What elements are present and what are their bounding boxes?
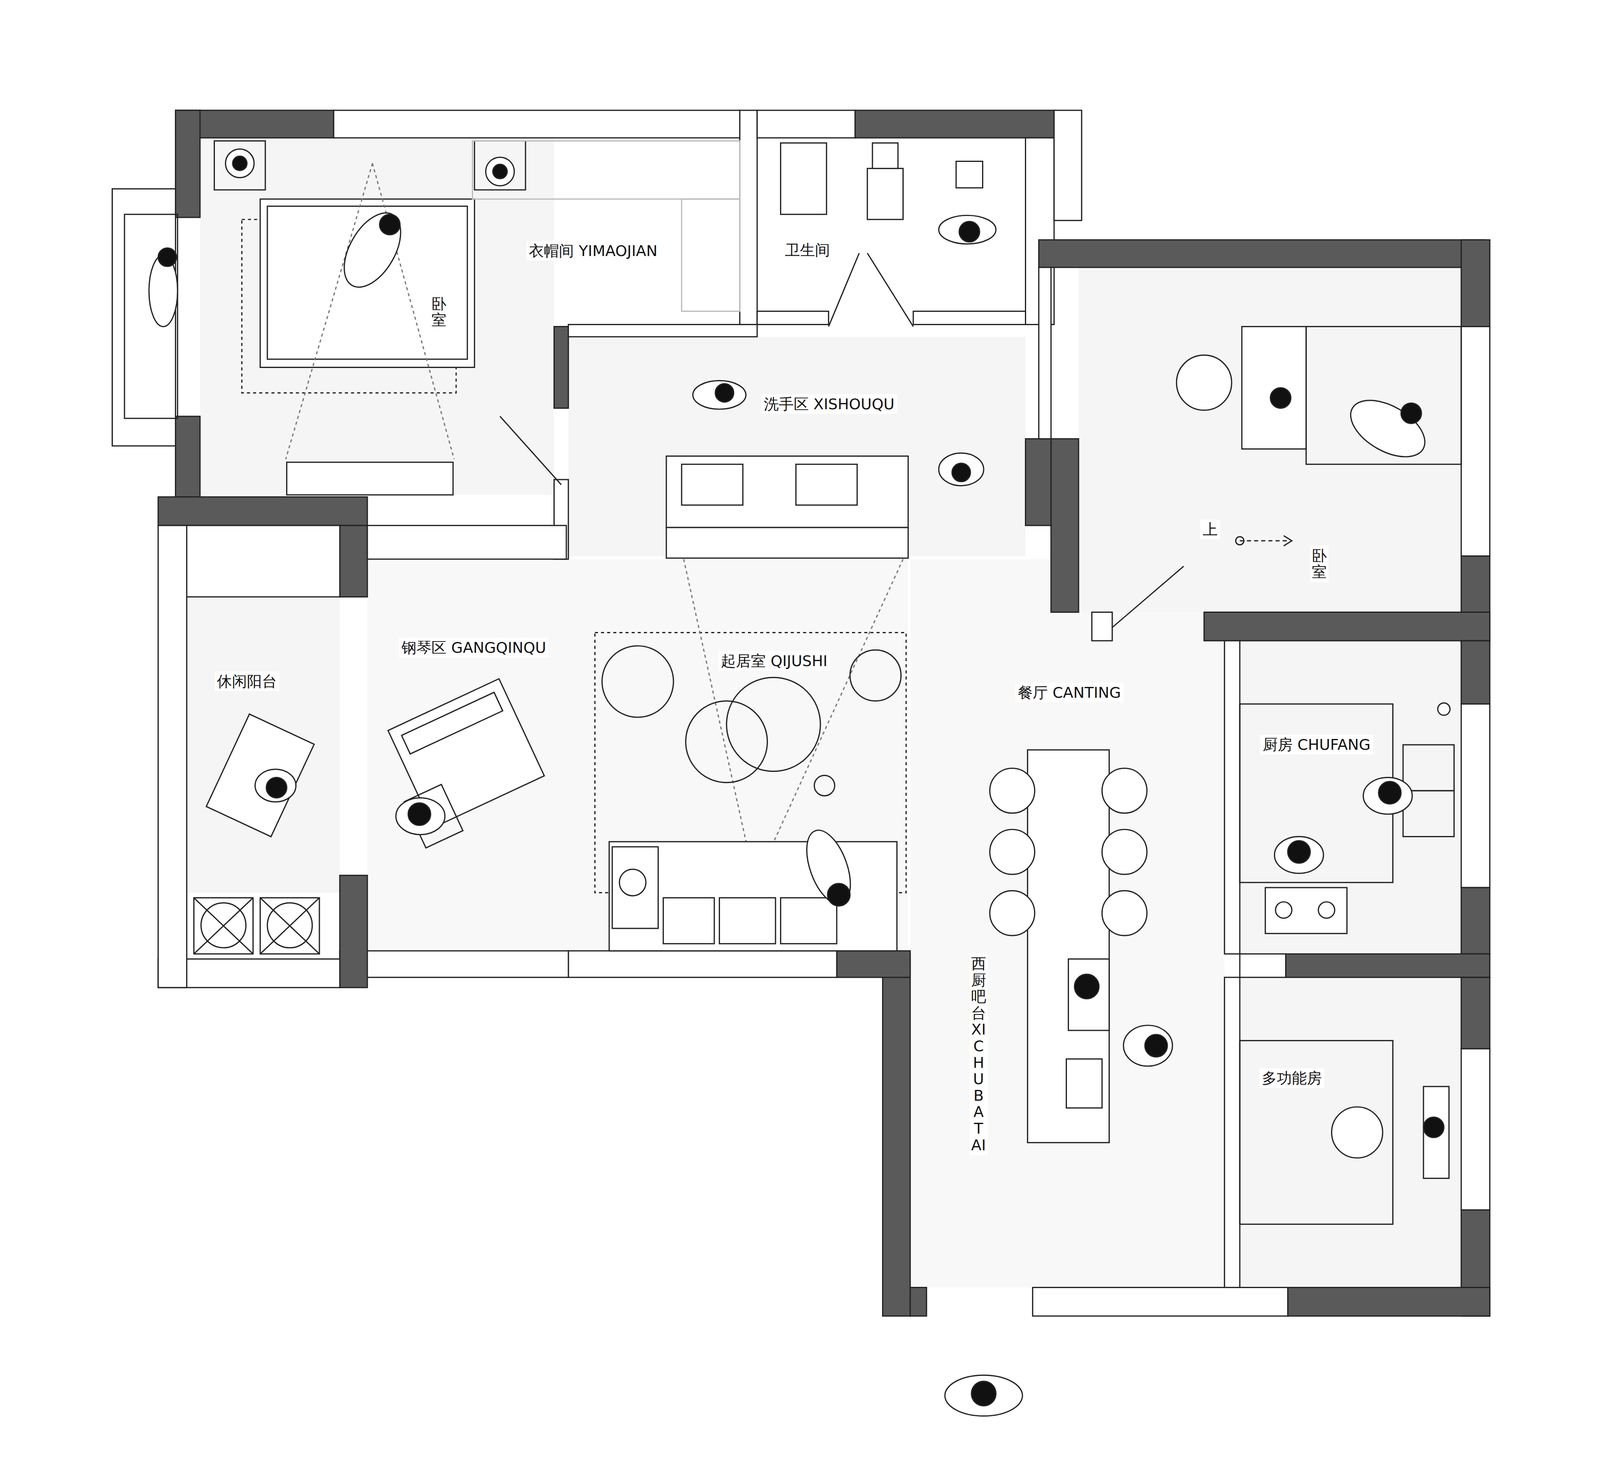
floor-fills — [186, 137, 1461, 1288]
window-wall — [367, 525, 567, 560]
wall — [1285, 954, 1490, 978]
room-label: 洗手区 XISHOUQU — [761, 394, 898, 414]
wall — [1051, 438, 1079, 613]
window-wall — [1239, 954, 1286, 978]
window-wall — [739, 110, 758, 325]
room-label: 卧室 — [1310, 545, 1329, 583]
wall — [1287, 1288, 1490, 1317]
window-wall — [1461, 326, 1491, 556]
wall — [1461, 977, 1491, 1050]
wall — [175, 416, 200, 499]
wall — [910, 1288, 927, 1317]
room-label: 厨房 CHUFANG — [1260, 735, 1374, 755]
room-label: 起居室 QIJUSHI — [718, 651, 830, 671]
wall — [339, 875, 368, 989]
furniture — [124, 140, 1462, 1225]
wall — [339, 525, 368, 598]
window-wall — [158, 525, 187, 988]
window-wall — [1091, 612, 1113, 641]
window-wall — [186, 525, 340, 598]
window-wall — [1461, 704, 1491, 888]
window-wall — [333, 110, 740, 138]
walls — [112, 110, 1491, 1317]
window-wall — [339, 951, 569, 978]
window-wall — [568, 951, 837, 978]
window-wall — [1461, 1049, 1491, 1211]
wall — [854, 110, 1055, 138]
wall — [836, 951, 910, 978]
people — [149, 203, 1435, 1417]
wall — [1038, 239, 1485, 268]
window-wall — [1224, 977, 1240, 1289]
room-label: 钢琴区 GANGQINQU — [398, 638, 549, 658]
room-label: 卧室 — [429, 294, 449, 331]
wall — [1461, 239, 1491, 327]
room-label: 休闲阳台 — [214, 671, 280, 692]
room-label: 上 — [1200, 519, 1221, 540]
wall — [553, 326, 569, 409]
wall — [882, 954, 910, 1317]
window-wall — [568, 324, 758, 337]
room-label: 餐厅 CANTING — [1015, 682, 1124, 703]
window-wall — [1054, 110, 1082, 221]
room-label: 衣帽间 YIMAOJIAN — [526, 241, 660, 261]
wall — [1461, 887, 1491, 955]
window-wall — [757, 311, 829, 325]
room-label: 卫生间 — [782, 240, 833, 260]
wall — [175, 110, 200, 218]
wall — [1203, 612, 1490, 641]
wall — [1025, 438, 1052, 526]
room-label: 多功能房 — [1259, 1068, 1325, 1089]
window-wall — [1224, 640, 1240, 955]
room-label: 西厨吧台 XICHU BATAI — [969, 954, 988, 1156]
window-wall — [913, 311, 1026, 325]
window-wall — [1038, 267, 1051, 439]
wall — [158, 497, 368, 526]
window-wall — [1032, 1288, 1289, 1317]
wall — [1461, 640, 1491, 705]
window-wall — [757, 110, 855, 138]
